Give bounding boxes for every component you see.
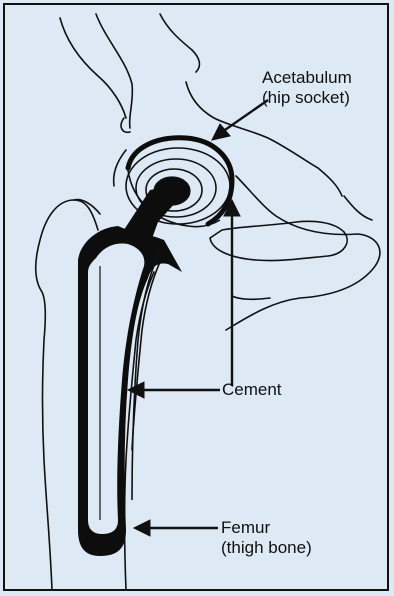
femur-label-note: (thigh bone) — [221, 538, 312, 558]
acetabulum-label-name: Acetabulum — [262, 68, 352, 88]
cement-label: Cement — [222, 380, 282, 400]
femur-label: Femur (thigh bone) — [221, 518, 312, 558]
acetabulum-label: Acetabulum (hip socket) — [262, 68, 352, 108]
cement-label-name: Cement — [222, 380, 282, 400]
femoral-stem — [78, 186, 182, 556]
acetabulum-label-note: (hip socket) — [262, 88, 352, 108]
femur-label-name: Femur — [221, 518, 312, 538]
